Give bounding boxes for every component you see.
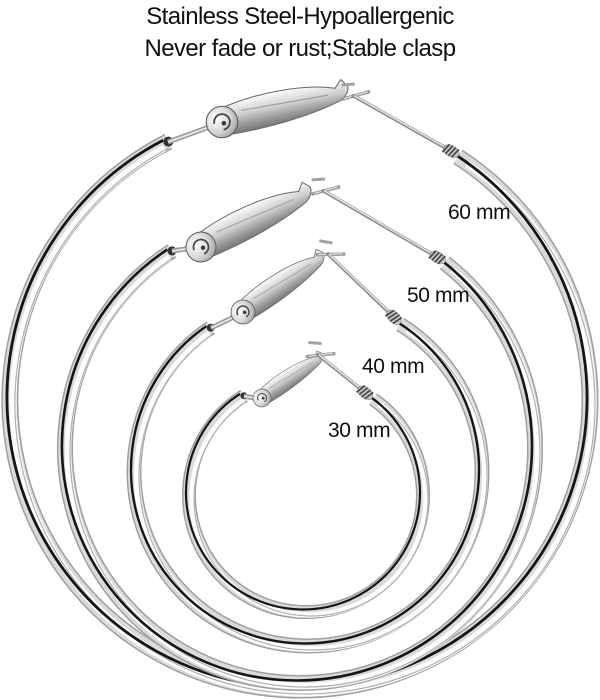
clasp-post-50mm xyxy=(310,177,446,265)
size-label-40mm: 40 mm xyxy=(362,355,425,378)
product-title-line2: Never fade or rust;Stable clasp xyxy=(144,35,457,62)
size-label-60mm: 60 mm xyxy=(448,201,511,224)
clasp-lever-30mm xyxy=(252,350,324,408)
product-title-line1: Stainless Steel-Hypoallergenic xyxy=(146,3,454,30)
hoop-30mm-dark-reflection xyxy=(184,392,421,611)
clasp-post-60mm xyxy=(341,82,460,158)
hoop-30mm xyxy=(182,341,430,620)
clasp-post-40mm xyxy=(315,239,403,325)
hoop-60mm xyxy=(1,78,599,699)
product-title: Stainless Steel-Hypoallergenic Never fad… xyxy=(0,0,600,65)
hoop-40mm xyxy=(126,239,490,654)
hoop-50mm xyxy=(57,177,543,691)
hoop-50mm-dark-reflection xyxy=(60,248,534,682)
clasp-post-30mm xyxy=(305,341,374,400)
size-label-50mm: 50 mm xyxy=(407,284,470,307)
hoop-40mm-dark-reflection xyxy=(129,321,481,645)
clasp-lever-40mm xyxy=(230,248,325,325)
size-label-30mm: 30 mm xyxy=(328,419,391,442)
clasp-lever-60mm xyxy=(205,78,349,139)
clasp-lever-50mm xyxy=(185,181,312,263)
